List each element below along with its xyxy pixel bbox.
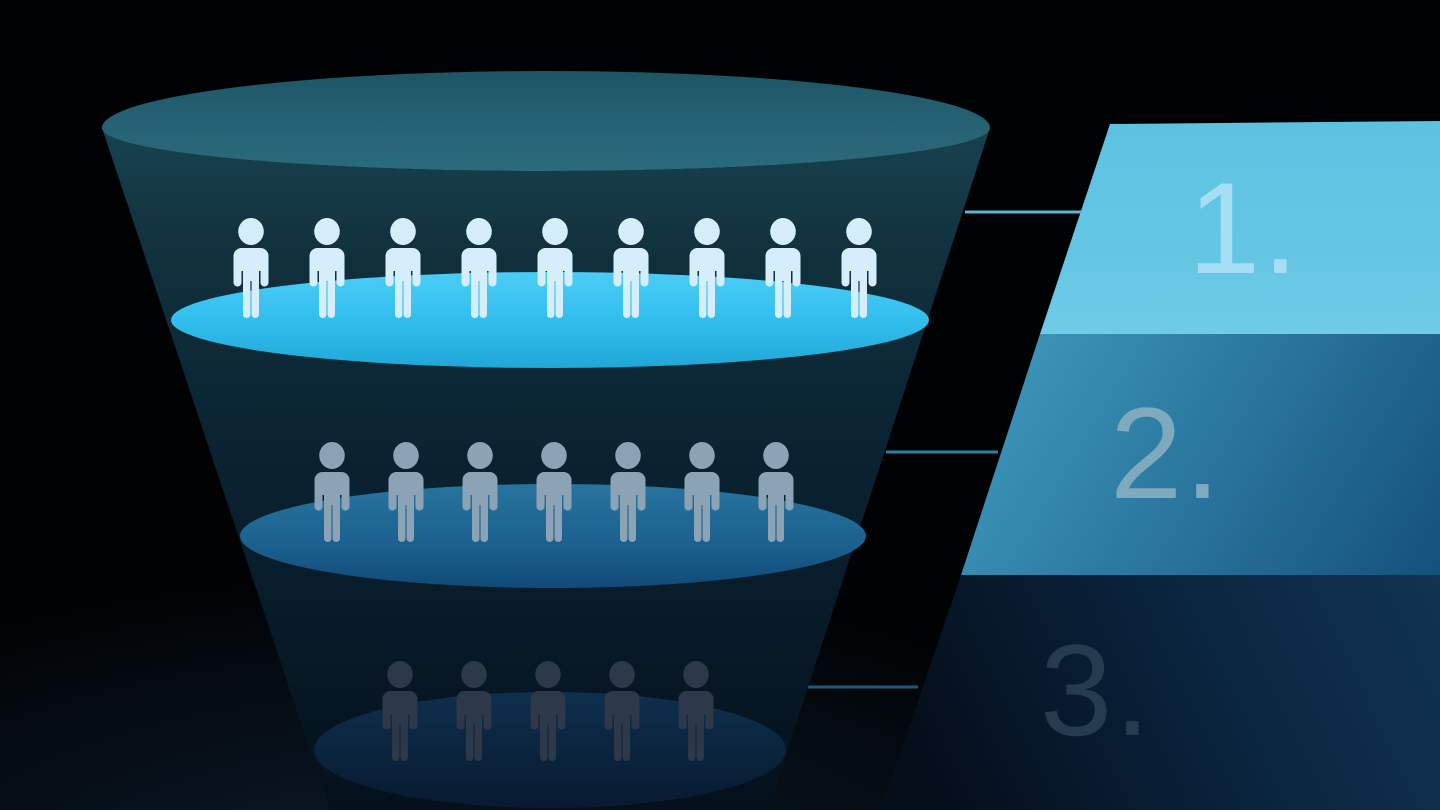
stage-1-label: 1. [1188,155,1300,301]
stage-3-label: 3. [1040,617,1152,763]
stage-2-label: 2. [1110,380,1222,526]
stage-1-platform [171,272,929,368]
funnel-rim [102,71,990,171]
stage-panels: 1. 2. 3. [881,121,1440,810]
stage-1-panel [1040,121,1440,334]
stage-3-panel [881,575,1440,810]
stage-connectors [808,210,1082,689]
stage-2-panel [961,334,1440,575]
